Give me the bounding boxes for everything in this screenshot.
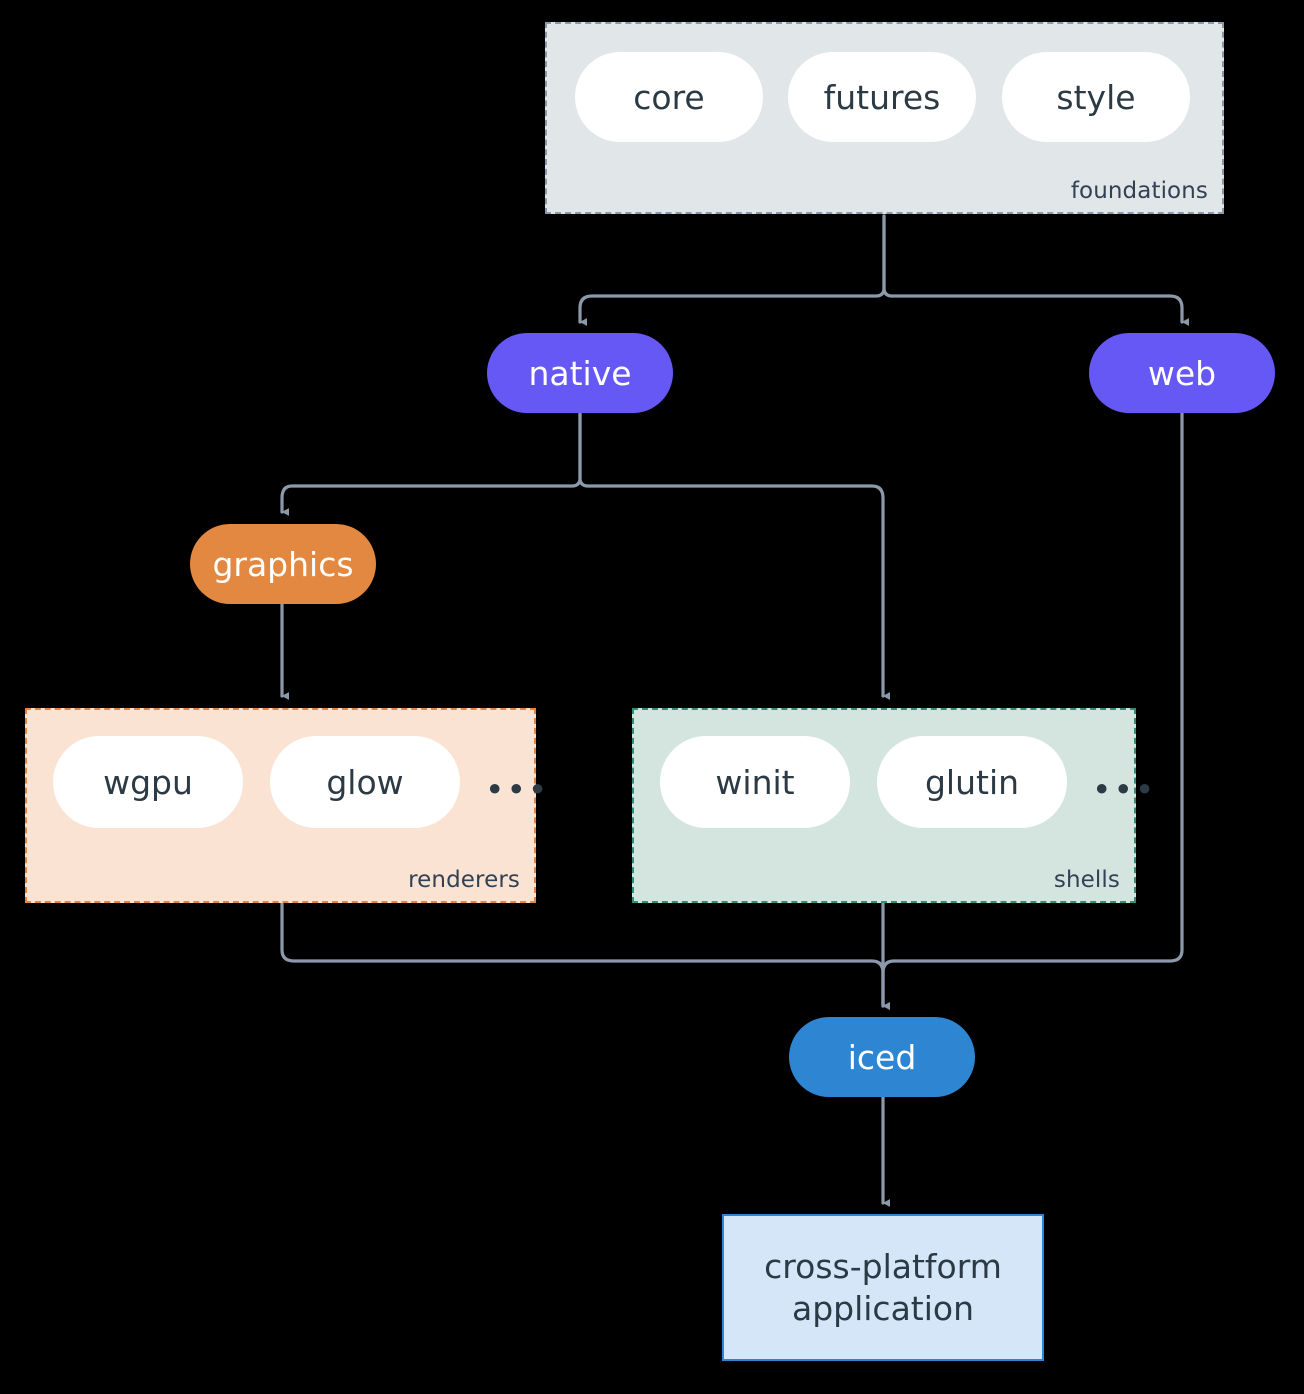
group-renderers-label: renderers — [408, 867, 520, 893]
group-shells: winit glutin ••• shells — [632, 708, 1154, 903]
node-iced[interactable]: iced — [789, 1017, 975, 1097]
shells-ellipsis: ••• — [1092, 770, 1157, 809]
edge-native-graphics — [280, 411, 582, 516]
node-glutin-label: glutin — [924, 762, 1020, 802]
node-graphics-label: graphics — [212, 544, 354, 584]
node-winit[interactable]: winit — [660, 736, 850, 828]
edge-native-shells — [578, 411, 890, 700]
node-winit-label: winit — [715, 762, 795, 802]
node-style-label: style — [1056, 77, 1136, 117]
edge-renderers-iced — [280, 901, 890, 1010]
node-wgpu-label: wgpu — [103, 762, 193, 802]
node-futures[interactable]: futures — [788, 52, 976, 142]
node-native[interactable]: native — [487, 333, 673, 413]
node-iced-label: iced — [847, 1037, 917, 1077]
node-core[interactable]: core — [575, 52, 763, 142]
node-futures-label: futures — [823, 77, 941, 117]
node-graphics[interactable]: graphics — [190, 524, 376, 604]
application-label-line1: cross-platform — [764, 1247, 1002, 1287]
node-glow[interactable]: glow — [270, 736, 460, 828]
node-web[interactable]: web — [1089, 333, 1275, 413]
group-foundations-label: foundations — [1070, 178, 1208, 204]
node-glow-label: glow — [326, 762, 404, 802]
node-wgpu[interactable]: wgpu — [53, 736, 243, 828]
group-renderers: wgpu glow ••• renderers — [25, 708, 547, 903]
group-foundations: core futures style foundations — [545, 22, 1224, 214]
node-web-label: web — [1147, 353, 1217, 393]
node-core-label: core — [633, 77, 705, 117]
application-label-line2: application — [791, 1288, 975, 1328]
node-glutin[interactable]: glutin — [877, 736, 1067, 828]
group-shells-label: shells — [1053, 867, 1120, 893]
node-cross-platform-application[interactable]: cross-platform application — [722, 1214, 1044, 1361]
renderers-ellipsis: ••• — [485, 770, 550, 809]
edge-foundations-web — [882, 214, 1189, 326]
edge-foundations-native — [578, 214, 886, 326]
node-native-label: native — [528, 353, 632, 393]
node-style[interactable]: style — [1002, 52, 1190, 142]
